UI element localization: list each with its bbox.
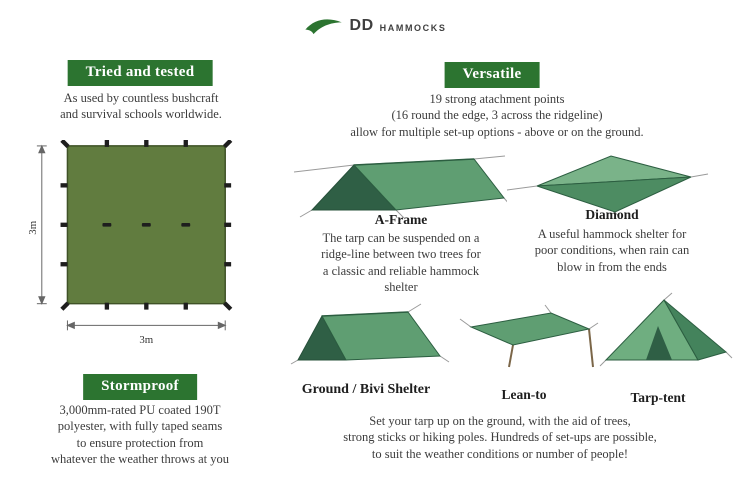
a-frame-label: A-Frame [374,212,428,227]
ground-setups-text: Set your tarp up on the ground, with the… [343,414,657,461]
height-dimension-label: 3m [28,220,39,234]
versatile-text: 19 strong atachment points (16 round the… [350,92,644,139]
ground-bivi-label: Ground / Bivi Shelter [301,382,431,397]
diamond-illustration [506,155,709,218]
diamond-label: Diamond [585,207,639,222]
tried-and-tested-text: As used by countless bushcraft and survi… [60,91,222,122]
diamond-description: A useful hammock shelter for poor condit… [534,227,690,274]
width-dimension-label: 3m [139,334,153,346]
brand-name-bold: DD [349,17,374,34]
tried-and-tested-badge: Tried and tested [67,60,213,86]
stormproof-badge: Stormproof [83,374,197,400]
tarp-tent-illustration [599,292,733,367]
ground-bivi-illustration [290,303,450,365]
versatile-badge: Versatile [444,62,540,88]
a-frame-description: The tarp can be suspended on a ridge-lin… [321,231,481,294]
lean-to-label: Lean-to [501,387,547,402]
tarp-dimensions-diagram: 3m 3m [28,140,233,346]
hammocks-swoosh-icon [305,19,342,35]
dimension-lines [36,144,227,331]
lean-to-illustration [459,304,599,368]
stormproof-text: 3,000mm-rated PU coated 190T polyester, … [50,403,230,466]
brand-name-rest: HAMMOCKS [379,23,447,33]
tarp-tent-label: Tarp-tent [630,390,686,405]
a-frame-illustration [293,155,507,219]
brand-logo: DD HAMMOCKS [304,16,447,36]
attachment-tabs [60,140,233,311]
